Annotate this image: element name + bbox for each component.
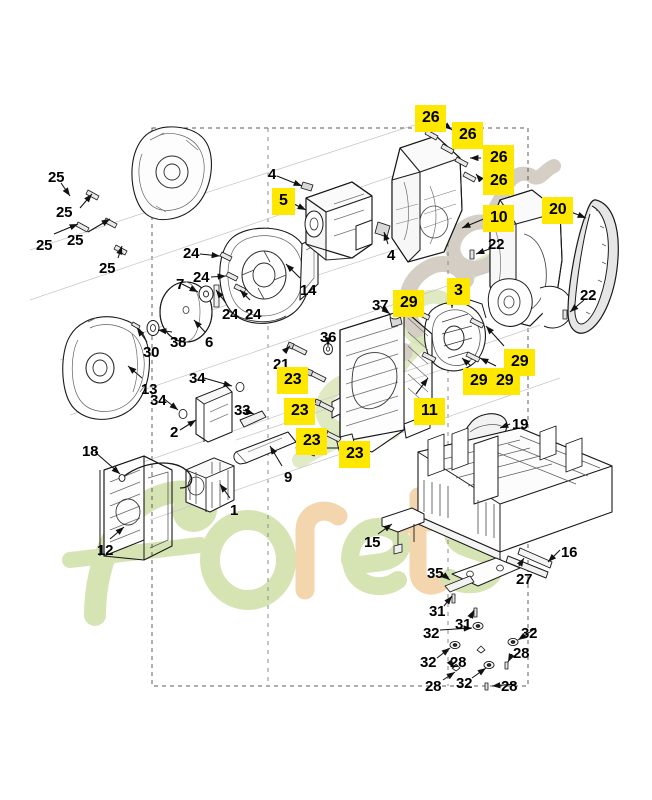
callout-32: 32: [423, 625, 440, 642]
callout-28: 28: [425, 678, 442, 695]
callout-24: 24: [193, 269, 210, 286]
callout-35: 35: [427, 565, 444, 582]
callout-34: 34: [150, 392, 167, 409]
part-10-crankcase: [391, 135, 463, 263]
callout-26-highlighted[interactable]: 26: [452, 122, 484, 149]
callout-36: 36: [320, 329, 337, 346]
part-27-bar: [505, 555, 549, 579]
part-31-32-28-fasteners: [449, 593, 519, 691]
leader-lines: [53, 119, 587, 689]
part-15-bracket: [381, 507, 425, 555]
part-20-v-belt: [567, 199, 619, 334]
part-7-washer: [198, 285, 214, 303]
callout-7: 7: [176, 276, 185, 293]
part-9-roller: [233, 431, 297, 465]
callout-28: 28: [450, 654, 467, 671]
part-housing-upper-left: [131, 126, 212, 221]
part-13-flywheel-cover: [62, 316, 150, 420]
callout-32: 32: [456, 675, 473, 692]
callout-19: 19: [512, 416, 529, 433]
callout-6: 6: [205, 334, 214, 351]
callout-26-highlighted[interactable]: 26: [415, 105, 447, 132]
callout-31: 31: [429, 603, 446, 620]
part-25-screws: [75, 189, 128, 256]
callout-25: 25: [67, 232, 84, 249]
callout-1: 1: [230, 502, 239, 519]
callout-28: 28: [501, 678, 518, 695]
callout-5-highlighted[interactable]: 5: [272, 188, 295, 215]
callout-23-highlighted[interactable]: 23: [284, 398, 316, 425]
callout-38: 38: [170, 334, 187, 351]
part-16-bar: [517, 547, 553, 569]
callout-25: 25: [48, 169, 65, 186]
callout-23-highlighted[interactable]: 23: [339, 441, 371, 468]
callout-10-highlighted[interactable]: 10: [483, 205, 515, 232]
callout-27: 27: [516, 571, 533, 588]
diagram-frame: [151, 127, 529, 687]
callout-23-highlighted[interactable]: 23: [296, 428, 328, 455]
part-5-pump-body: [304, 181, 373, 261]
part-2-cover: [195, 385, 233, 443]
callout-9: 9: [284, 469, 293, 486]
callout-26-highlighted[interactable]: 26: [483, 168, 515, 195]
callout-3-highlighted[interactable]: 3: [447, 278, 470, 305]
callout-15: 15: [364, 534, 381, 551]
callout-24: 24: [222, 306, 239, 323]
callout-28: 28: [513, 645, 530, 662]
callout-22: 22: [580, 287, 597, 304]
part-12-grille: [99, 455, 173, 561]
callout-34: 34: [189, 370, 206, 387]
callout-32: 32: [521, 625, 538, 642]
callout-24: 24: [245, 306, 262, 323]
callout-23-highlighted[interactable]: 23: [277, 367, 309, 394]
callout-22: 22: [488, 236, 505, 253]
callout-29-highlighted[interactable]: 29: [393, 290, 425, 317]
part-18-wire: [118, 462, 193, 489]
callout-29-highlighted[interactable]: 29: [489, 368, 521, 395]
callout-4: 4: [387, 247, 396, 264]
callout-25: 25: [99, 260, 116, 277]
callout-37: 37: [372, 297, 389, 314]
base-chassis: [417, 425, 613, 561]
callout-26-highlighted[interactable]: 26: [483, 145, 515, 172]
part-33-pin: [239, 410, 267, 428]
callout-2: 2: [170, 424, 179, 441]
part-38-oring: [146, 320, 160, 336]
callout-11-highlighted[interactable]: 11: [414, 398, 445, 425]
part-21-bolt: [286, 341, 308, 356]
callout-12: 12: [97, 542, 114, 559]
callout-31: 31: [455, 616, 472, 633]
callout-25: 25: [36, 237, 53, 254]
callout-14: 14: [300, 282, 317, 299]
callout-25: 25: [56, 204, 73, 221]
callout-20-highlighted[interactable]: 20: [542, 197, 574, 224]
callout-18: 18: [82, 443, 99, 460]
callout-16: 16: [561, 544, 578, 561]
callout-32: 32: [420, 654, 437, 671]
part-36-washer: [323, 343, 333, 355]
part-34-screws: [178, 381, 245, 420]
callout-24: 24: [183, 245, 200, 262]
part-1-impeller: [185, 457, 235, 513]
callout-13: 13: [141, 381, 158, 398]
callout-33: 33: [234, 402, 251, 419]
callout-4: 4: [268, 166, 277, 183]
part-35-plate: [444, 557, 521, 593]
callout-30: 30: [143, 344, 160, 361]
part-26-screws: [424, 129, 477, 183]
part-22-bolts: [469, 249, 568, 320]
